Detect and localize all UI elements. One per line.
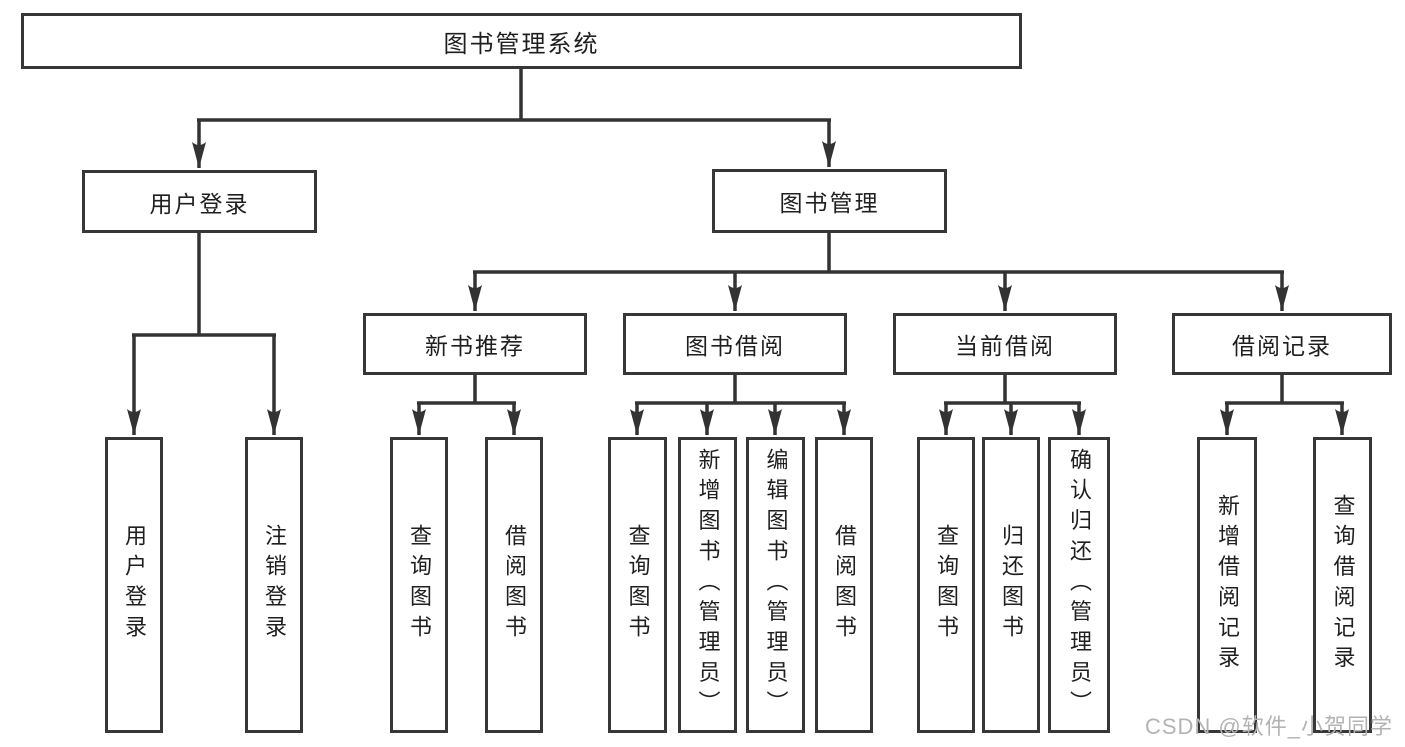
node-new-book-recommendation: 新书推荐 [363,313,587,375]
leaf-borrow-query-books: 查询图书 [608,437,667,733]
leaf-label: 查询图书 [934,524,959,646]
node-book-management: 图书管理 [712,169,947,233]
leaf-borrow-add-books-admin: 新增图书（管理员） [678,437,737,733]
node-library-management-system: 图书管理系统 [21,13,1022,69]
node-label: 借阅记录 [1232,333,1332,359]
leaf-borrow-edit-books-admin: 编辑图书（管理员） [746,437,805,733]
node-label: 用户登录 [149,190,250,217]
node-user-login: 用户登录 [82,170,317,233]
leaf-label: 注销登录 [262,524,287,646]
leaf-label: 查询借阅记录 [1330,493,1356,677]
node-borrowing-records: 借阅记录 [1172,313,1392,375]
leaf-label: 借阅图书 [502,524,527,646]
leaf-current-return-books: 归还图书 [982,437,1040,733]
node-label: 当前借阅 [955,333,1055,359]
leaf-label: 确认归还（管理员） [1067,448,1092,722]
leaf-label: 新增图书（管理员） [695,448,721,722]
node-label: 图书借阅 [685,333,785,359]
leaf-records-add-borrow-record: 新增借阅记录 [1197,437,1257,733]
leaf-label: 用户登录 [122,524,147,646]
node-label: 图书管理系统 [443,30,600,58]
leaf-logout: 注销登录 [245,437,303,733]
leaf-new-books-query-books: 查询图书 [390,437,448,733]
leaf-records-query-borrow-record: 查询借阅记录 [1313,437,1372,733]
leaf-label: 归还图书 [999,524,1024,646]
leaf-label: 新增借阅记录 [1215,493,1240,677]
node-current-borrowing: 当前借阅 [893,313,1117,375]
leaf-current-confirm-return-admin: 确认归还（管理员） [1048,437,1110,733]
node-label: 新书推荐 [425,333,525,359]
leaf-current-query-books: 查询图书 [917,437,975,733]
leaf-label: 编辑图书（管理员） [763,448,789,722]
node-label: 图书管理 [779,190,880,216]
leaf-label: 借阅图书 [832,524,857,646]
node-book-borrowing: 图书借阅 [623,313,847,375]
leaf-borrow-borrow-books: 借阅图书 [815,437,873,733]
leaf-user-login: 用户登录 [105,437,163,733]
leaf-new-books-borrow-books: 借阅图书 [485,437,543,733]
leaf-label: 查询图书 [625,524,651,646]
leaf-label: 查询图书 [407,524,432,646]
